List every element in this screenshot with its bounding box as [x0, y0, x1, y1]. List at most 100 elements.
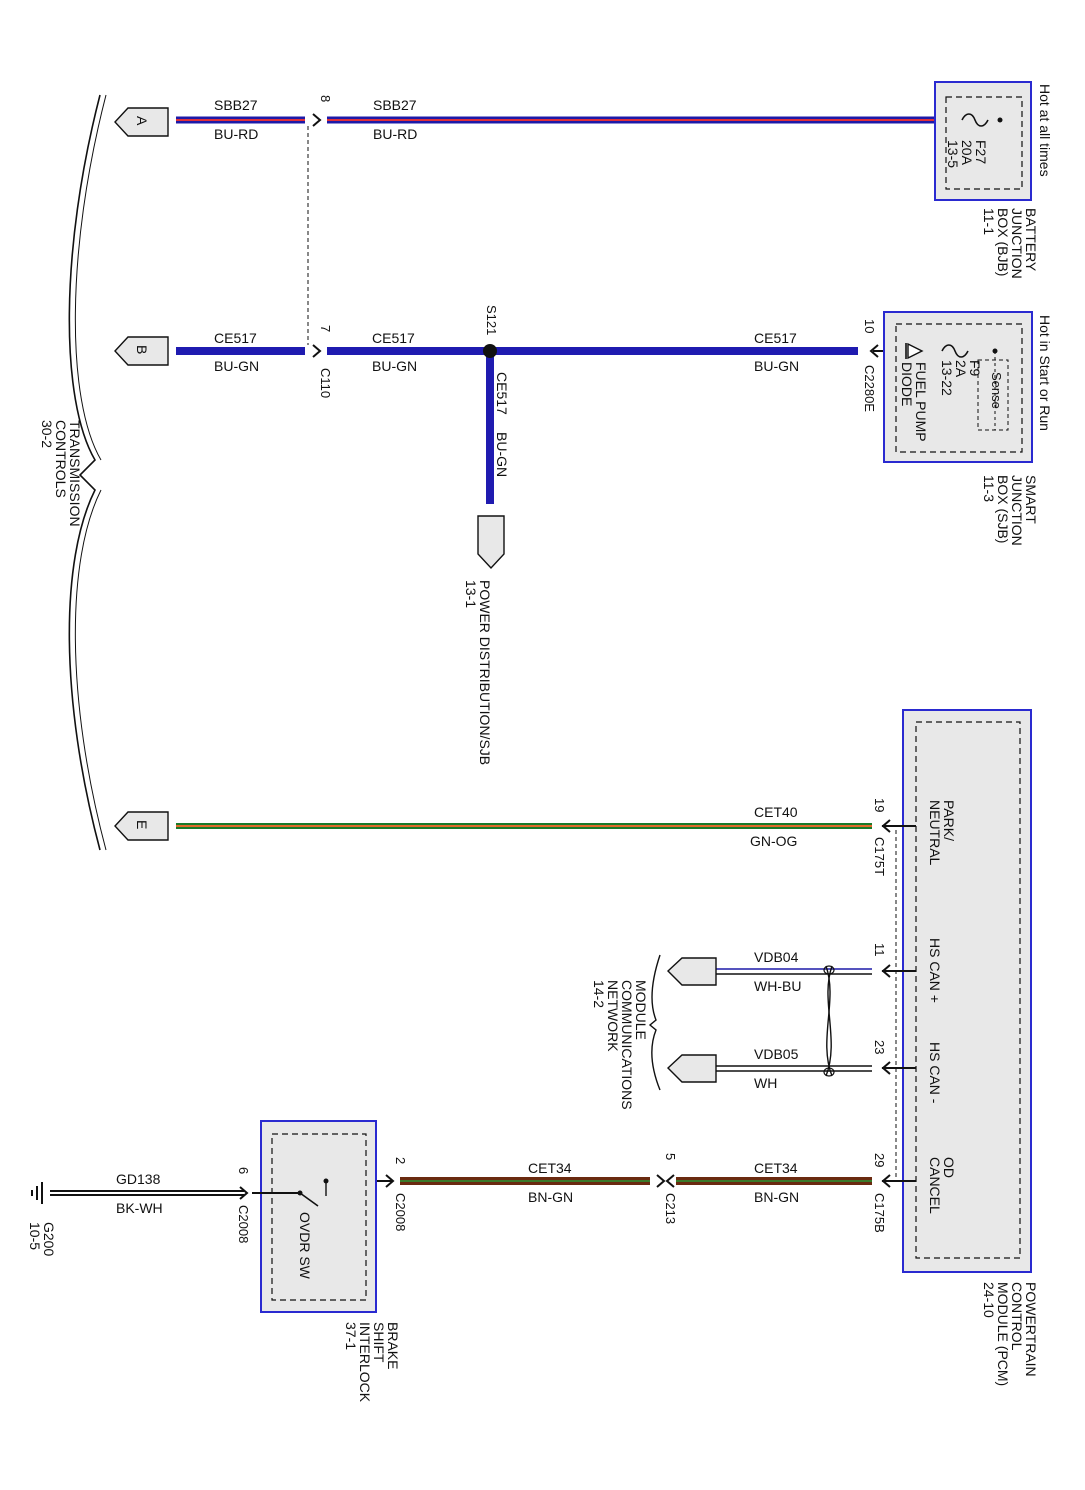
hs-can-minus-label: HS CAN -	[927, 1042, 943, 1104]
ce517-mid-circuit: CE517	[372, 330, 415, 346]
brake-shift-interlock[interactable]	[252, 1120, 377, 1313]
park-neutral-line-2: NEUTRAL	[927, 800, 943, 866]
vdb05-circuit: VDB05	[754, 1046, 799, 1062]
wire-cet34[interactable]	[326, 1174, 916, 1188]
ce517-left-color: BU-GN	[214, 358, 259, 374]
sjb-name-line-1: SMART	[1023, 475, 1039, 524]
pin-6: 6	[236, 1167, 251, 1174]
vdb05-color: WH	[754, 1075, 777, 1091]
diode-line-1: FUEL PUMP	[913, 362, 929, 442]
vdb04-circuit: VDB04	[754, 949, 799, 965]
ovdr-switch-icon	[299, 1192, 319, 1207]
transmission-line-2: CONTROLS	[53, 420, 69, 498]
mcn-line-4: 14-2	[591, 980, 607, 1008]
pcm-od-cancel: OD CANCEL	[927, 1157, 957, 1214]
connector-c2008-a: C2008	[393, 1193, 408, 1231]
can-twisted-pair[interactable]	[716, 964, 916, 1077]
gd138-circuit: GD138	[116, 1171, 161, 1187]
fuse-f9-ref: 13-22	[939, 360, 955, 396]
bjb-name-line-1: BATTERY	[1023, 208, 1039, 272]
mcn-label: MODULE COMMUNICATIONS NETWORK 14-2	[591, 980, 649, 1110]
od-cancel-line-1: OD	[941, 1157, 957, 1178]
cet40-circuit: CET40	[754, 804, 798, 820]
sbb27-left-color: BU-RD	[214, 126, 258, 142]
sjb-sense-label: Sense	[989, 372, 1004, 409]
ground-icon	[31, 1182, 43, 1204]
fuse-f9: F9	[967, 360, 983, 377]
pcm-name-line-3: MODULE (PCM)	[995, 1282, 1011, 1386]
mcn-brace	[648, 954, 661, 1091]
ce517-branch-label: CE517 BU-GN	[494, 372, 510, 477]
transmission-line-1: TRANSMISSION	[67, 420, 83, 527]
ground-name: G200	[41, 1222, 57, 1256]
mcn-line-1: MODULE	[633, 980, 649, 1040]
ground-ref: 10-5	[27, 1222, 43, 1250]
connector-c213: C213	[663, 1193, 678, 1224]
fuse-f27-icon	[961, 113, 989, 127]
od-cancel-line-2: CANCEL	[927, 1157, 943, 1214]
ground-label: G200 10-5	[27, 1222, 57, 1256]
wire-sbb27[interactable]	[176, 113, 1030, 127]
pin-23: 23	[872, 1040, 887, 1054]
power-distribution-tag[interactable]	[477, 515, 505, 570]
wire-cet40[interactable]	[176, 819, 916, 833]
connector-a-label: A	[134, 116, 150, 126]
ovdr-sw-text: OVDR SW	[297, 1212, 313, 1280]
mcn-line-2: COMMUNICATIONS	[619, 980, 635, 1110]
pin-7: 7	[318, 325, 333, 332]
cet34-left-circuit: CET34	[528, 1160, 572, 1176]
pcm-name: POWERTRAIN CONTROL MODULE (PCM) 24-10	[981, 1282, 1039, 1386]
bsi-name-line-2: SHIFT	[371, 1322, 387, 1363]
bjb-name-line-4: 11-1	[981, 208, 997, 235]
cet34-right-color: BN-GN	[754, 1189, 799, 1205]
cet34-left-color: BN-GN	[528, 1189, 573, 1205]
diode-line-2: DIODE	[899, 362, 915, 406]
ce517-right-circuit: CE517	[754, 330, 797, 346]
powertrain-control-module[interactable]	[902, 709, 1032, 1273]
fuse-f9-amps: 2A	[953, 360, 969, 378]
wire-gd138[interactable]	[50, 1186, 249, 1200]
pin-29: 29	[872, 1153, 887, 1167]
connector-c2280e: C2280E	[862, 365, 877, 412]
pin-2: 2	[393, 1157, 408, 1164]
sjb-name-line-4: 11-3	[981, 475, 997, 502]
pin-19: 19	[872, 798, 887, 812]
fuse-f27: F27	[973, 140, 989, 164]
connector-tag-b[interactable]: B	[114, 336, 169, 366]
cet40-color: GN-OG	[750, 833, 797, 849]
sjb-name-line-2: JUNCTION	[1009, 475, 1025, 546]
sjb-fuse-label: F9 2A 13-22	[939, 360, 983, 396]
sbb27-left-circuit: SBB27	[214, 97, 258, 113]
sjb-hot-label: Hot in Start or Run	[1037, 315, 1053, 431]
smart-junction-box[interactable]	[883, 311, 1033, 463]
pcm-hs-can-minus: HS CAN -	[927, 1042, 943, 1104]
mcn-tag-minus[interactable]	[666, 1054, 717, 1083]
connector-tag-e[interactable]: E	[114, 811, 169, 841]
fuse-f9-icon	[941, 344, 969, 358]
connector-c175b: C175B	[872, 1193, 887, 1233]
pcm-park-neutral: PARK/ NEUTRAL	[927, 800, 957, 866]
splice-s121	[483, 344, 497, 358]
pcm-name-line-1: POWERTRAIN	[1023, 1282, 1039, 1377]
battery-junction-box[interactable]	[934, 81, 1032, 201]
connector-c2008-b: C2008	[236, 1205, 251, 1243]
pcm-name-line-2: CONTROL	[1009, 1282, 1025, 1351]
connector-b-label: B	[134, 345, 150, 354]
ce517-branch-circuit: CE517	[494, 372, 510, 415]
power-distribution-label: POWER DISTRIBUTION/SJB 13-1	[463, 580, 493, 765]
bsi-name: BRAKE SHIFT INTERLOCK 37-1	[343, 1322, 401, 1403]
mcn-tag-plus[interactable]	[666, 957, 717, 986]
pin-11: 11	[872, 943, 887, 957]
ce517-mid-color: BU-GN	[372, 358, 417, 374]
sjb-sense: Sense	[989, 372, 1004, 409]
bjb-hot-text: Hot at all times	[1037, 84, 1053, 177]
cet34-right-circuit: CET34	[754, 1160, 798, 1176]
park-neutral-line-1: PARK/	[941, 800, 957, 841]
connector-c175t: C175T	[872, 837, 887, 876]
wire-ce517[interactable]	[176, 344, 1030, 504]
sjb-hot-text: Hot in Start or Run	[1037, 315, 1053, 431]
fuse-f27-ref: 13-5	[945, 140, 961, 168]
connector-tag-a[interactable]: A	[114, 107, 169, 137]
sbb27-right-color: BU-RD	[373, 126, 417, 142]
